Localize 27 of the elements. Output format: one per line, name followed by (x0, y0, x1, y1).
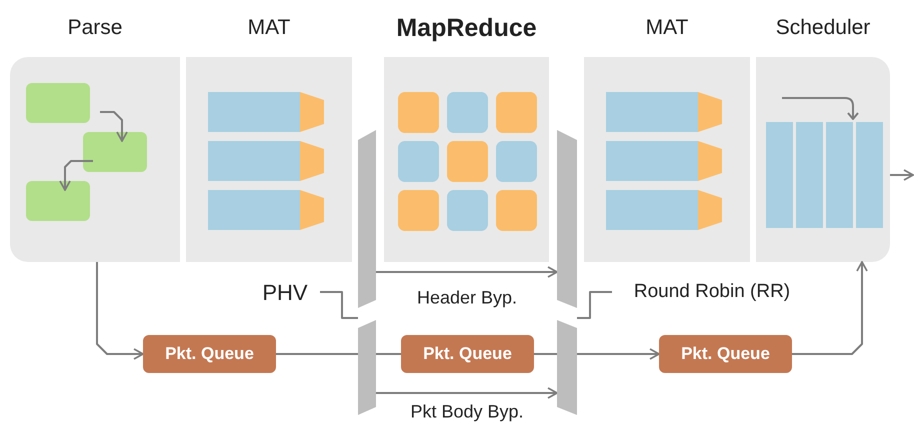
leader-line (320, 291, 358, 319)
stage-title: Parse (66, 15, 124, 41)
stage-title: MapReduce (395, 13, 538, 44)
stage-title: MAT (644, 15, 690, 41)
parser-state-box (26, 181, 90, 221)
arrow (890, 169, 914, 181)
stage-title: Scheduler (774, 15, 872, 41)
multiplexer-bar (358, 130, 376, 415)
packet-queue: Pkt. Queue (401, 335, 534, 373)
arrow (577, 348, 660, 360)
stage-title: MAT (246, 15, 292, 41)
leader-line (577, 291, 612, 319)
arrow (96, 262, 144, 360)
arrow (376, 266, 558, 278)
edge-label: Pkt Body Byp. (410, 400, 524, 424)
arrow (100, 111, 128, 142)
arrow (792, 261, 868, 355)
parser-state-box (26, 83, 90, 123)
multiplexer-bar (557, 130, 577, 415)
arrow (376, 387, 558, 399)
packet-queue: Pkt. Queue (143, 335, 276, 373)
parser-state-box (83, 132, 147, 172)
signal-label: Round Robin (RR) (634, 280, 790, 304)
signal-label: PHV (262, 278, 308, 306)
edge-label: Header Byp. (416, 286, 518, 310)
arrow (59, 160, 93, 191)
packet-queue: Pkt. Queue (659, 335, 792, 373)
